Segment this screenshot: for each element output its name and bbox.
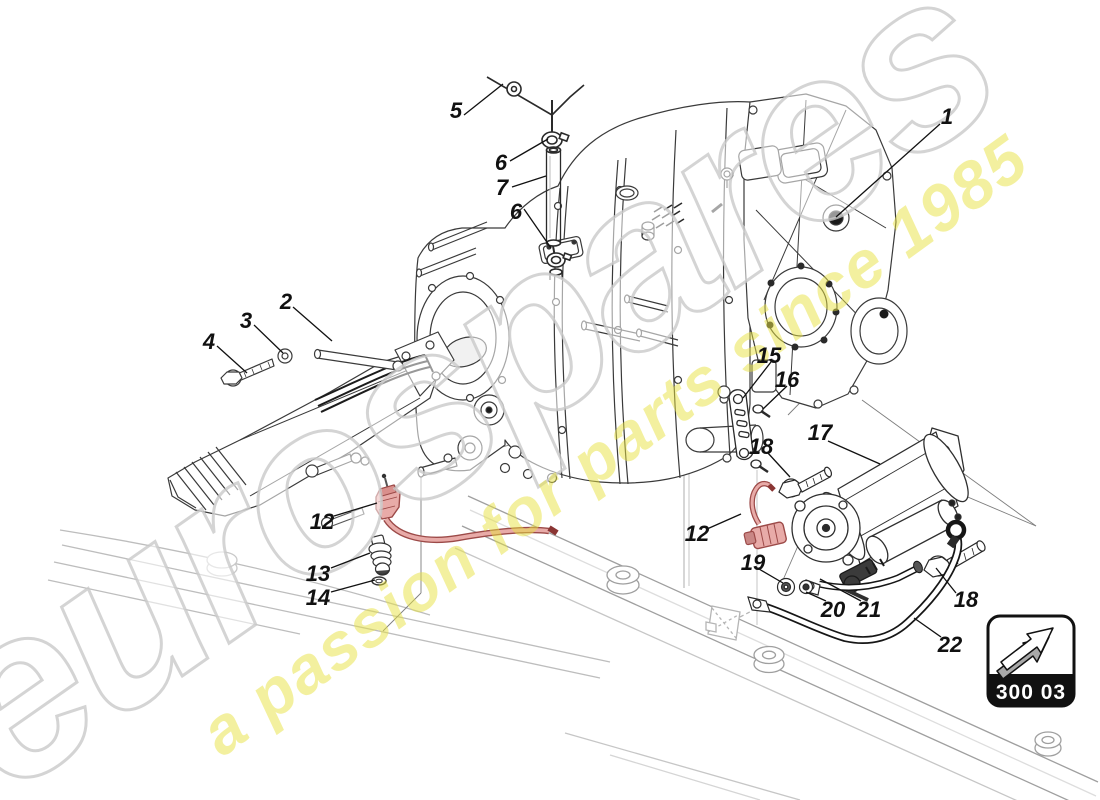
callout-label-4: 4 <box>202 329 215 354</box>
callout-label-5: 5 <box>450 98 463 123</box>
callout-label-3: 3 <box>240 308 252 333</box>
callout-label-15: 15 <box>757 343 782 368</box>
page-code-label: 300 03 <box>996 681 1066 704</box>
dipstick-parts <box>486 76 585 280</box>
gearbox-drawing <box>414 93 908 485</box>
end-plate <box>743 93 908 409</box>
callout-label-19: 19 <box>741 550 766 575</box>
page-code-badge: 300 03 <box>986 614 1076 708</box>
callout-label-20: 20 <box>820 597 846 622</box>
direction-arrow-icon <box>996 627 1054 680</box>
callout-label-18a: 18 <box>749 434 774 459</box>
callout-label-2: 2 <box>279 289 293 314</box>
callout-label-14: 14 <box>306 585 330 610</box>
starter-motor-drawing <box>791 427 969 602</box>
callout-label-22: 22 <box>937 632 963 657</box>
callout-label-21: 21 <box>856 597 881 622</box>
callout-label-12a: 12 <box>310 509 335 534</box>
callout-label-1: 1 <box>941 104 953 129</box>
callout-leader-lines <box>216 83 957 638</box>
callout-labels: 1 5 6 7 6 2 3 4 15 16 17 18 12 13 14 12 … <box>202 98 979 657</box>
oil-pump-drawing <box>167 331 455 530</box>
callout-label-12b: 12 <box>685 521 710 546</box>
temperature-sensors <box>368 473 787 586</box>
callout-label-6a: 6 <box>495 150 508 175</box>
callout-label-13: 13 <box>306 561 330 586</box>
callout-label-6b: 6 <box>510 199 523 224</box>
callout-label-18b: 18 <box>954 587 979 612</box>
ground-cables <box>747 519 967 645</box>
callout-label-16: 16 <box>775 367 800 392</box>
callout-label-17: 17 <box>808 420 834 445</box>
callout-label-7: 7 <box>496 175 510 200</box>
